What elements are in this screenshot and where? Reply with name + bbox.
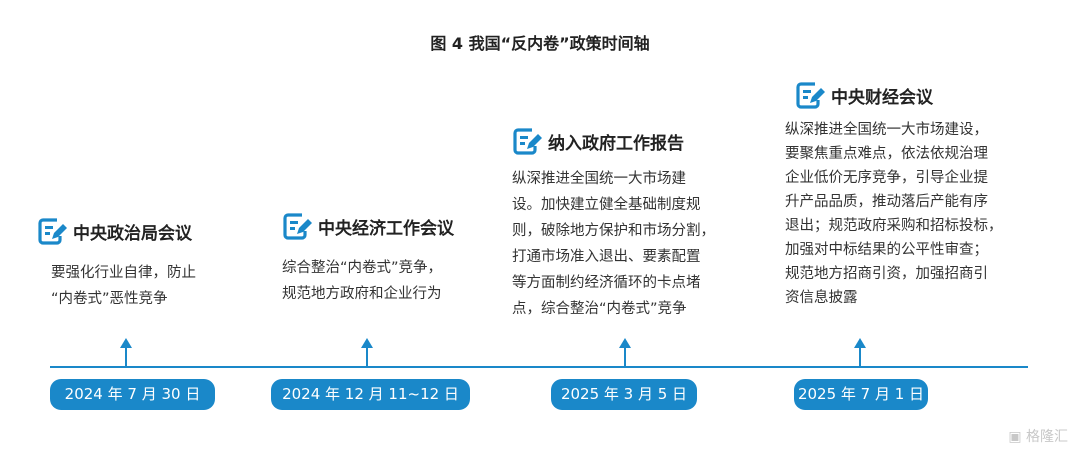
event-heading: 中央政治局会议 [73,223,192,244]
text-line: “内卷式”恶性竞争 [51,291,168,307]
text-line: 规范地方招商引资，加强招商引 [785,266,988,282]
document-edit-icon [38,218,67,245]
date-pill: 2024 年 12 月 11~12 日 [271,379,470,410]
text-line: 要聚焦重点难点，依法依规治理 [785,146,988,162]
text-line: 规范地方政府和企业行为 [282,286,442,302]
timeline-axis [50,366,1028,368]
arrow-up-icon [619,338,631,366]
arrow-up-icon [361,338,373,366]
text-line: 资信息披露 [785,290,858,306]
event-text: 纵深推进全国统一大市场建设， 要聚焦重点难点，依法依规治理企业低价无序竞争，引导企… [785,118,1003,310]
watermark-text: 格隆汇 [1026,429,1068,445]
event-heading: 纳入政府工作报告 [548,133,684,154]
document-edit-icon [283,213,312,240]
arrow-up-icon [120,338,132,366]
text-line: 则，破除地方保护和市场分割， [512,223,715,239]
figure-title: 图 4 我国“反内卷”政策时间轴 [430,34,650,53]
event-4: 中央财经会议 纵深推进全国统一大市场建设， 要聚焦重点难点，依法依规治理企业低价无… [785,80,1003,310]
text-line: 综合整治“内卷式”竞争， [282,260,443,276]
text-line: 升产品品质，推动落后产能有序 [785,194,988,210]
text-line: 纵深推进全国统一大市场建设， [785,122,988,138]
event-text: 综合整治“内卷式”竞争， 规范地方政府和企业行为 [282,255,454,307]
date-pill: 2024 年 7 月 30 日 [50,379,215,410]
text-line: 企业低价无序竞争，引导企业提 [785,170,988,186]
text-line: 要强化行业自律，防止 [51,265,196,281]
text-line: 退出；规范政府采购和招标投标， [785,218,1003,234]
event-heading: 中央财经会议 [831,87,933,108]
event-text: 要强化行业自律，防止 “内卷式”恶性竞争 [51,260,196,312]
event-text: 纵深推进全国统一大市场建设。加快建立健全基础制度规则，破除地方保护和市场分割， 打… [512,166,715,322]
event-1: 中央政治局会议 要强化行业自律，防止 “内卷式”恶性竞争 [37,216,196,312]
document-edit-icon [513,128,542,155]
text-line: 打通市场准入退出、要素配置 [512,249,701,265]
watermark-logo: ▣ 格隆汇 [1008,429,1068,445]
text-line: 纵深推进全国统一大市场建 [512,171,686,187]
event-3: 纳入政府工作报告 纵深推进全国统一大市场建设。加快建立健全基础制度规则，破除地方… [512,126,715,322]
date-pill: 2025 年 7 月 1 日 [794,379,928,410]
text-line: 加强对中标结果的公平性审查； [785,242,988,258]
text-line: 等方面制约经济循环的卡点堵 [512,275,701,291]
event-2: 中央经济工作会议 综合整治“内卷式”竞争， 规范地方政府和企业行为 [282,211,454,307]
text-line: 点，综合整治“内卷式”竞争 [512,301,687,317]
arrow-up-icon [854,338,866,366]
document-edit-icon [796,82,825,109]
event-heading: 中央经济工作会议 [318,218,454,239]
text-line: 设。加快建立健全基础制度规 [512,197,701,213]
date-pill: 2025 年 3 月 5 日 [551,379,697,410]
